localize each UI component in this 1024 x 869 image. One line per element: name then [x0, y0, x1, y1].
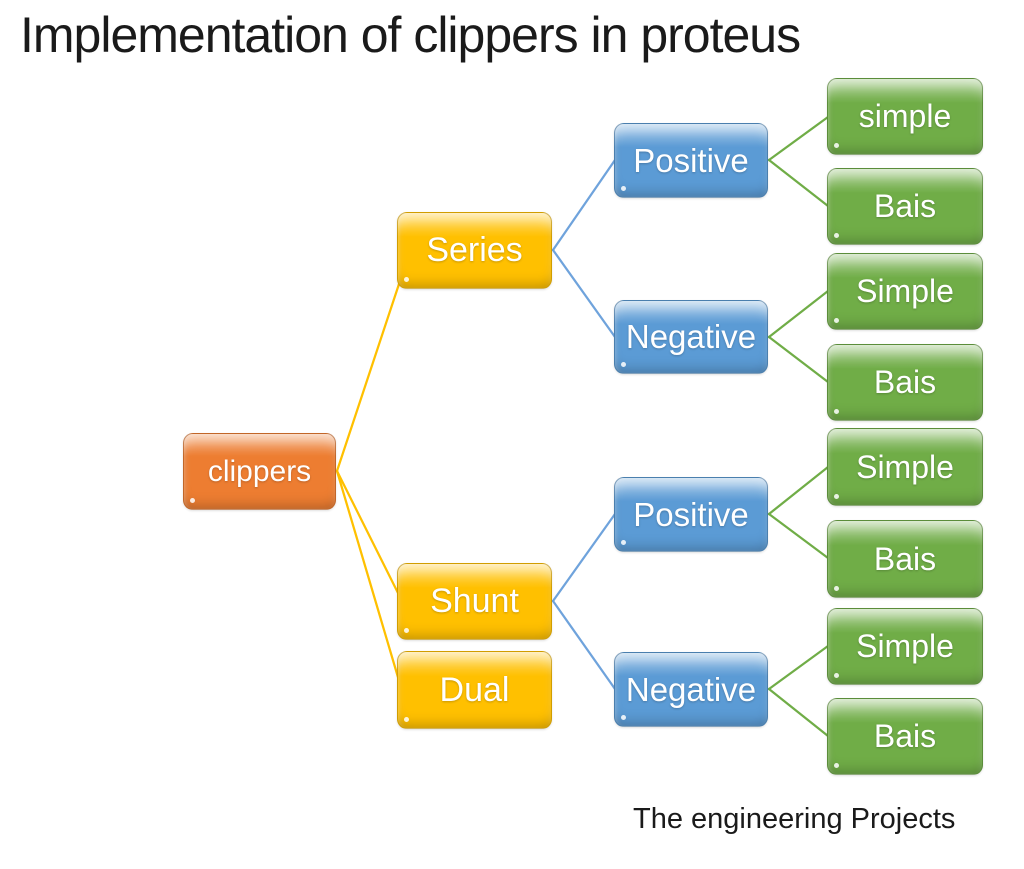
- node-series-positive-simple: simple: [827, 78, 983, 155]
- connector-shuntpos-bais: [767, 512, 830, 560]
- diagram-title: Implementation of clippers in proteus: [20, 7, 801, 63]
- connector-seriespos-bais: [767, 158, 830, 208]
- connector-clippers-dual: [335, 469, 402, 686]
- connector-clippers-shunt: [335, 469, 402, 599]
- connector-shuntneg-bais: [767, 687, 830, 738]
- node-shunt-negative: Negative: [614, 652, 768, 727]
- node-dual: Dual: [397, 651, 552, 729]
- node-series-positive-bais: Bais: [827, 168, 983, 245]
- connector-shuntpos-simple: [767, 465, 830, 516]
- connector-series-negative: [551, 248, 617, 339]
- node-series-negative-simple: Simple: [827, 253, 983, 330]
- connector-seriespos-simple: [767, 115, 830, 162]
- node-series-negative: Negative: [614, 300, 768, 374]
- connector-shuntneg-simple: [767, 644, 830, 691]
- node-series-negative-bais: Bais: [827, 344, 983, 421]
- connector-shunt-positive: [551, 512, 617, 603]
- node-clippers: clippers: [183, 433, 336, 510]
- connector-seriesneg-simple: [767, 289, 830, 339]
- node-series: Series: [397, 212, 552, 289]
- connector-seriesneg-bais: [767, 335, 830, 384]
- node-shunt-positive: Positive: [614, 477, 768, 552]
- connector-clippers-series: [335, 279, 402, 473]
- node-shunt: Shunt: [397, 563, 552, 640]
- node-series-positive: Positive: [614, 123, 768, 198]
- node-shunt-positive-simple: Simple: [827, 428, 983, 506]
- connector-shunt-negative: [551, 599, 617, 691]
- node-shunt-negative-simple: Simple: [827, 608, 983, 685]
- node-shunt-negative-bais: Bais: [827, 698, 983, 775]
- connector-series-positive: [551, 158, 617, 252]
- node-shunt-positive-bais: Bais: [827, 520, 983, 598]
- watermark-text: The engineering Projects: [633, 803, 956, 835]
